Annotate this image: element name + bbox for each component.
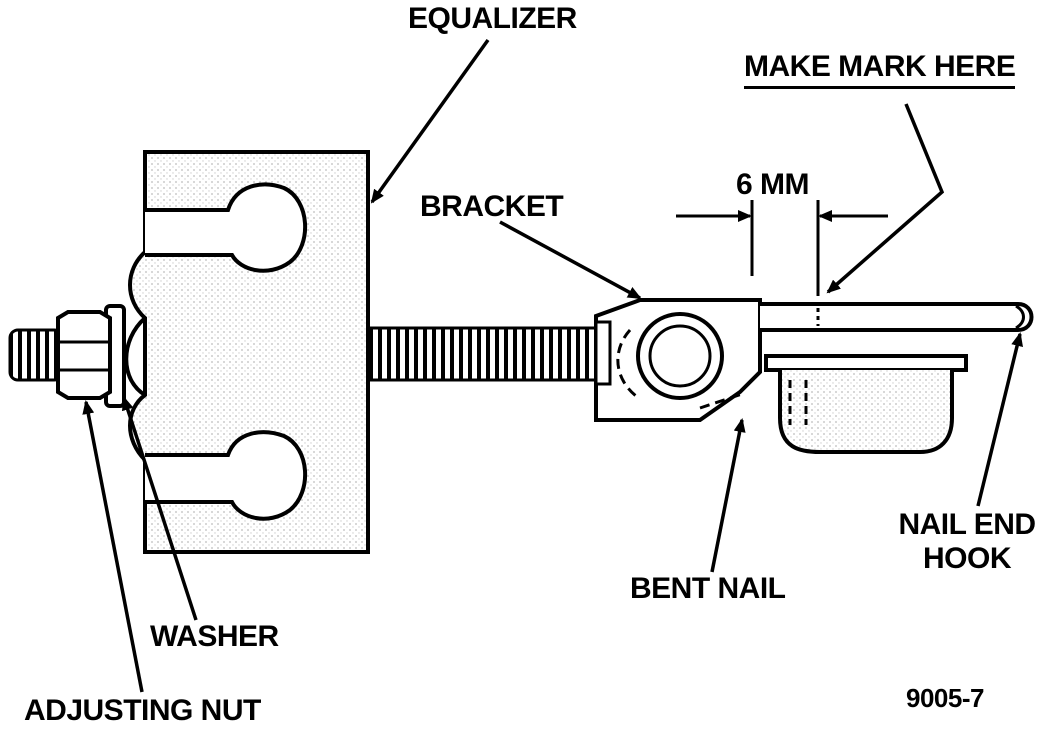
label-6mm: 6 MM: [736, 168, 810, 201]
dimension-6mm: [676, 200, 888, 296]
label-make-mark-here: MAKE MARK HERE: [744, 50, 1016, 89]
bracket-shape: [594, 298, 762, 422]
label-adjusting-nut: ADJUSTING NUT: [24, 694, 261, 727]
bent-nail-shape: [760, 302, 1034, 332]
label-nail-end-hook: NAIL END HOOK: [892, 508, 1042, 575]
equalizer-plate: [124, 150, 370, 554]
leader-lines: [82, 38, 1023, 693]
label-nail-end-hook-line1: NAIL END: [898, 508, 1036, 541]
threaded-rod: [366, 326, 602, 382]
label-equalizer: EQUALIZER: [408, 2, 577, 35]
label-bracket: BRACKET: [420, 190, 564, 223]
label-bent-nail: BENT NAIL: [630, 572, 786, 605]
label-washer: WASHER: [150, 620, 279, 653]
cup-shape: [764, 354, 968, 454]
adjusting-nut-shape: [56, 310, 112, 400]
figure-number: 9005-7: [906, 683, 984, 713]
thread-stub-left: [8, 328, 64, 382]
label-nail-end-hook-line2: HOOK: [923, 541, 1012, 575]
